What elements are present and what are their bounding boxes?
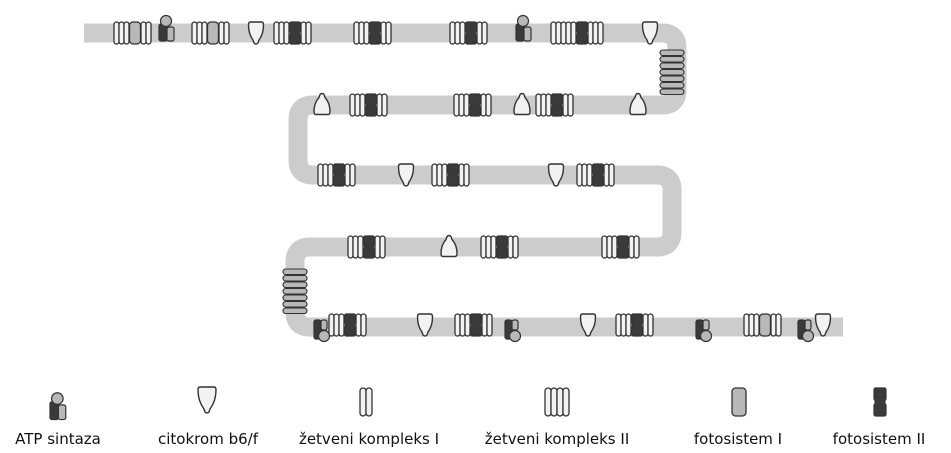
photosystem-ii [468,93,482,117]
harvesting-complex-i [376,93,388,117]
photosystem-ii [591,163,605,187]
harvesting-complex-i [480,93,492,117]
harvesting-complex-i [603,163,615,187]
cytochrome-b6f [197,386,217,414]
harvesting-complex-ii [431,163,448,187]
cytochrome-b6f [416,313,434,337]
harvesting-complex-i [355,313,367,337]
legend: ATP sintaza citokrom b6/f žetveni komple… [15,386,926,448]
harvesting-complex-ii [449,21,466,45]
harvesting-complex-i [374,235,386,259]
photosystem-ii [464,21,478,45]
harvesting-complex-ii [454,313,471,337]
cytochrome-b6f [513,92,531,116]
legend-label-atp-synthase: ATP sintaza [15,430,101,448]
legend-label-photosystem-i: fotosistem I [694,430,782,448]
grana-stack [282,268,308,315]
harvesting-complex-i [458,163,470,187]
harvesting-complex-i [507,235,519,259]
legend-label-harvesting-complex-ii: žetveni kompleks II [485,430,630,448]
photosystem-ii [288,21,302,45]
cytochrome-b6f [629,92,647,116]
harvesting-complex-ii [480,235,497,259]
harvesting-complex-ii [317,163,334,187]
photosystem-ii [368,21,382,45]
photosystem-ii [630,313,644,337]
cytochrome-b6f [579,313,597,337]
atp-synthase [797,319,815,343]
photosystem-i [206,21,220,45]
harvesting-complex-i [380,21,392,45]
harvesting-complex-i [140,21,152,45]
atp-synthase [515,14,532,42]
cytochrome-b6f [313,92,331,116]
photosystem-ii [469,313,483,337]
cytochrome-b6f [547,163,565,187]
harvesting-complex-i [642,313,654,337]
cytochrome-b6f [397,163,415,187]
harvesting-complex-ii [615,313,632,337]
grana-stacks [282,49,685,315]
harvesting-complex-i [628,235,640,259]
photosystem-i [731,387,747,417]
photosystem-ii [343,313,357,337]
membrane-path [84,23,843,337]
photosystem-ii [364,93,378,117]
harvesting-complex-ii-icon [544,387,570,417]
cytochrome-b6f-icon [197,386,217,414]
photosystem-i [128,21,142,45]
photosystem-ii [616,235,630,259]
legend-label-photosystem-ii: fotosistem II [833,430,926,448]
membrane-band [84,23,843,337]
harvesting-complex-i [562,93,574,117]
photosystem-ii-icon [873,387,887,417]
legend-label-harvesting-complex-i: žetveni kompleks I [299,430,439,448]
photosystem-ii [550,93,564,117]
cytochrome-b6f [440,234,458,258]
harvesting-complex-ii [113,21,130,45]
atp-synthase [158,14,175,42]
harvesting-complex-ii [587,21,604,45]
atp-synthase [504,319,522,343]
harvesting-complex-ii [601,235,618,259]
harvesting-complex-i [300,21,312,45]
harvesting-complex-ii [743,313,760,337]
harvesting-complex-i-icon [359,387,373,417]
harvesting-complex-i [476,21,488,45]
harvesting-complex-ii [349,93,366,117]
photosystem-ii [495,235,509,259]
cytochrome-b6f [641,21,659,45]
legend-label-cytochrome-b6f: citokrom b6/f [158,430,259,448]
harvesting-complex-ii [453,93,470,117]
photosystem-ii [362,235,376,259]
harvesting-complex-i [770,313,782,337]
photosystem-ii [332,163,346,187]
atp-synthase [49,392,67,421]
harvesting-complex-i [218,21,230,45]
harvesting-complex-ii [550,21,577,45]
atp-synthase [695,319,713,343]
harvesting-complex-ii [191,21,208,45]
photosystem-ii [873,387,887,417]
harvesting-complex-i [344,163,356,187]
photosystem-i-icon [731,387,747,417]
harvesting-complex-ii [353,21,370,45]
harvesting-complex-ii [535,93,552,117]
harvesting-complex-ii [347,235,364,259]
protein-complexes [113,14,832,343]
cytochrome-b6f [247,21,265,45]
atp-synthase [313,319,331,343]
photosystem-ii [446,163,460,187]
harvesting-complex-ii [328,313,345,337]
photosystem-i [758,313,772,337]
harvesting-complex-i [481,313,493,337]
photosystem-ii [575,21,589,45]
atp-synthase-icon [49,392,67,421]
cytochrome-b6f [814,313,832,337]
harvesting-complex-ii [576,163,593,187]
harvesting-complex-ii [273,21,290,45]
grana-stack [659,49,685,96]
